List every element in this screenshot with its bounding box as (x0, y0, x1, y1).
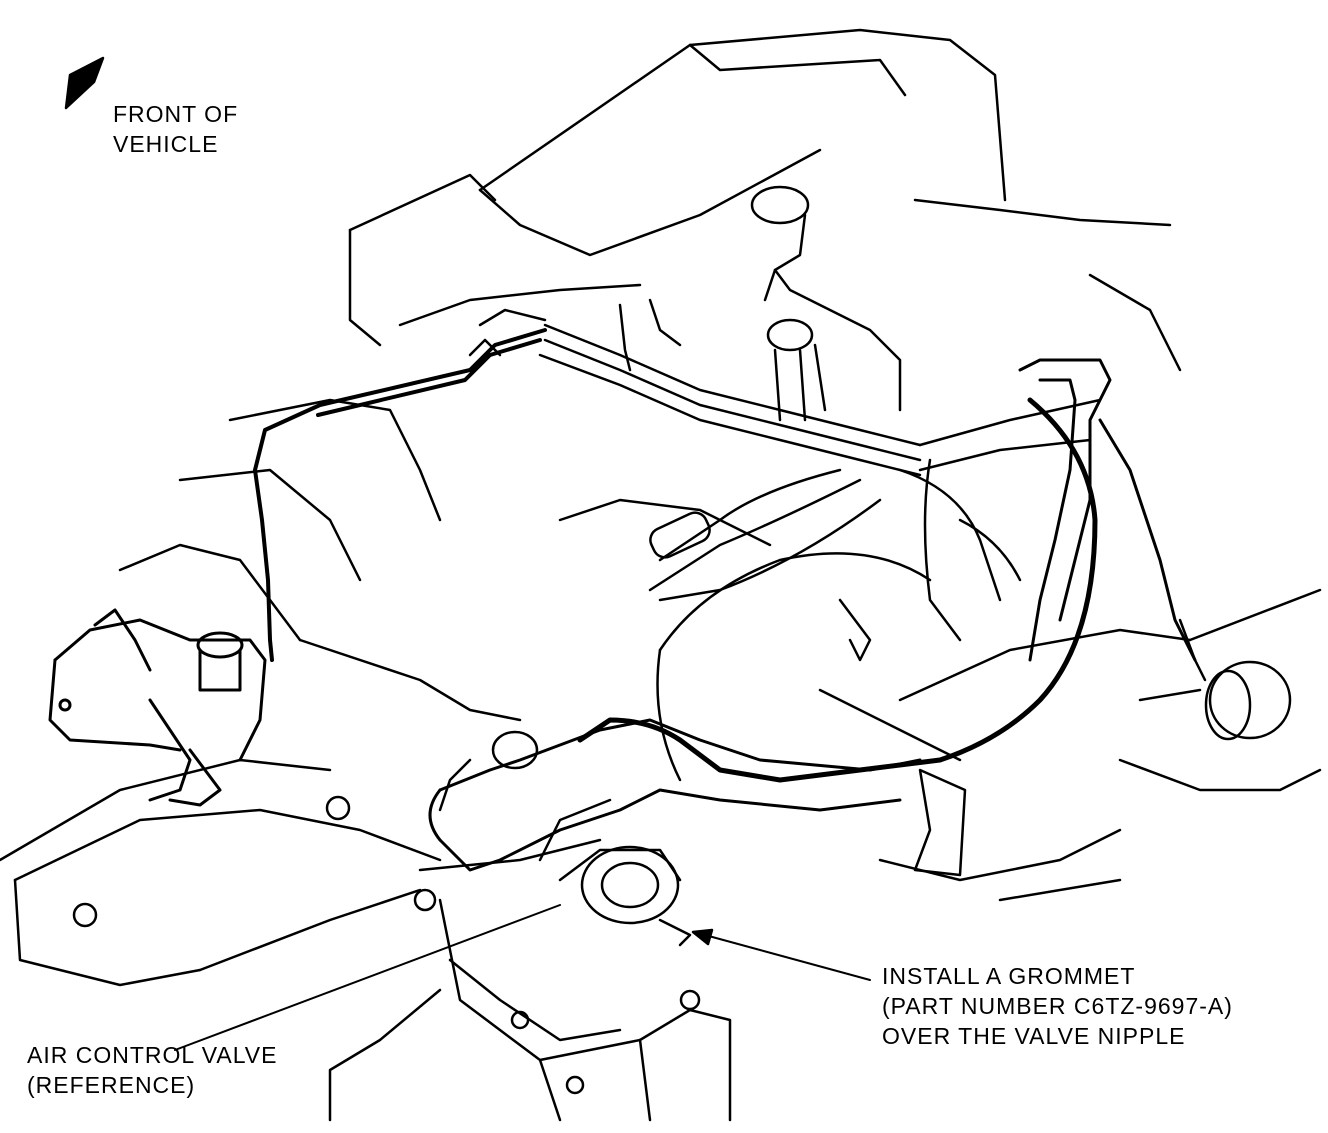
grommet-callout-line-2: (PART NUMBER C6TZ-9697-A) (882, 993, 1233, 1019)
air-intake-tube (428, 718, 922, 872)
front-of-vehicle-label: FRONT OF VEHICLE (113, 99, 238, 159)
air-control-valve-callout: AIR CONTROL VALVE (REFERENCE) (27, 1040, 277, 1100)
bolt-heads (72, 795, 701, 1095)
front-arrow-icon (64, 56, 105, 110)
grommet-callout-line-1: INSTALL A GROMMET (882, 963, 1136, 989)
wire-harness-bundle (468, 298, 1102, 477)
right-cap (1178, 618, 1292, 741)
valve-assembly (438, 730, 692, 947)
front-label-line-1: FRONT OF (113, 101, 239, 127)
coolant-hose (1018, 358, 1197, 662)
grommet-callout: INSTALL A GROMMET (PART NUMBER C6TZ-9697… (882, 961, 1233, 1051)
air-control-valve-body (48, 608, 267, 807)
air-valve-callout-line-2: (REFERENCE) (27, 1072, 196, 1098)
vacuum-hose-to-air-control-valve (253, 328, 547, 662)
air-valve-callout-line-1: AIR CONTROL VALVE (27, 1042, 278, 1068)
distributor-wires (648, 318, 1022, 662)
hose-clamp (913, 768, 967, 877)
oil-filler-cap (750, 185, 902, 412)
leader-lines (174, 904, 871, 1051)
grommet-leader-arrowhead (691, 928, 714, 946)
front-label-line-2: VEHICLE (113, 131, 219, 157)
dark-vacuum-hose (577, 397, 1098, 783)
grommet-callout-line-3: OVER THE VALVE NIPPLE (882, 1023, 1186, 1049)
engine-block-outline (0, 28, 1322, 1122)
